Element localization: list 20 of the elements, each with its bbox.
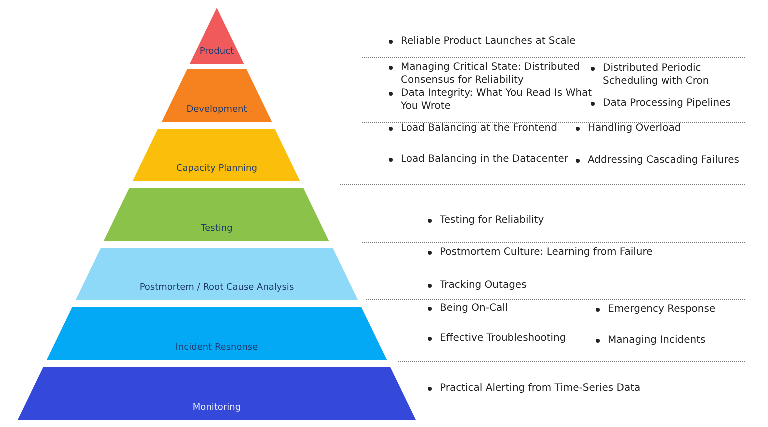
layer-label: Development	[186, 105, 248, 116]
layer-label: Incident Resnonse	[174, 343, 260, 354]
bullet-item: Reliable Product Launches at Scale	[388, 35, 761, 48]
pyramid-layer	[162, 69, 272, 122]
pyramid-layer	[104, 188, 330, 241]
layer-label: Monitoring	[192, 403, 242, 414]
layer-label: Capacity Planning	[176, 164, 258, 175]
pyramid-layer	[133, 129, 301, 181]
layer-label: Postmortem / Root Cause Analysis	[138, 283, 296, 294]
bullet-item: Testing for Reliability	[427, 214, 740, 227]
pyramid-layer	[18, 367, 416, 420]
pyramid-layer	[76, 248, 358, 300]
bullet-item: Data Processing Pipelines	[590, 97, 768, 110]
bullet-item: Practical Alerting from Time-Series Data	[427, 382, 740, 395]
bullet-item: Postmortem Culture: Learning from Failure	[427, 246, 740, 259]
pyramid-layer	[46, 307, 387, 360]
layer-label: Testing	[200, 224, 234, 235]
layer-label: Product	[198, 47, 236, 58]
pyramid-layer	[190, 8, 244, 64]
bullet-item: Tracking Outages	[427, 279, 740, 292]
